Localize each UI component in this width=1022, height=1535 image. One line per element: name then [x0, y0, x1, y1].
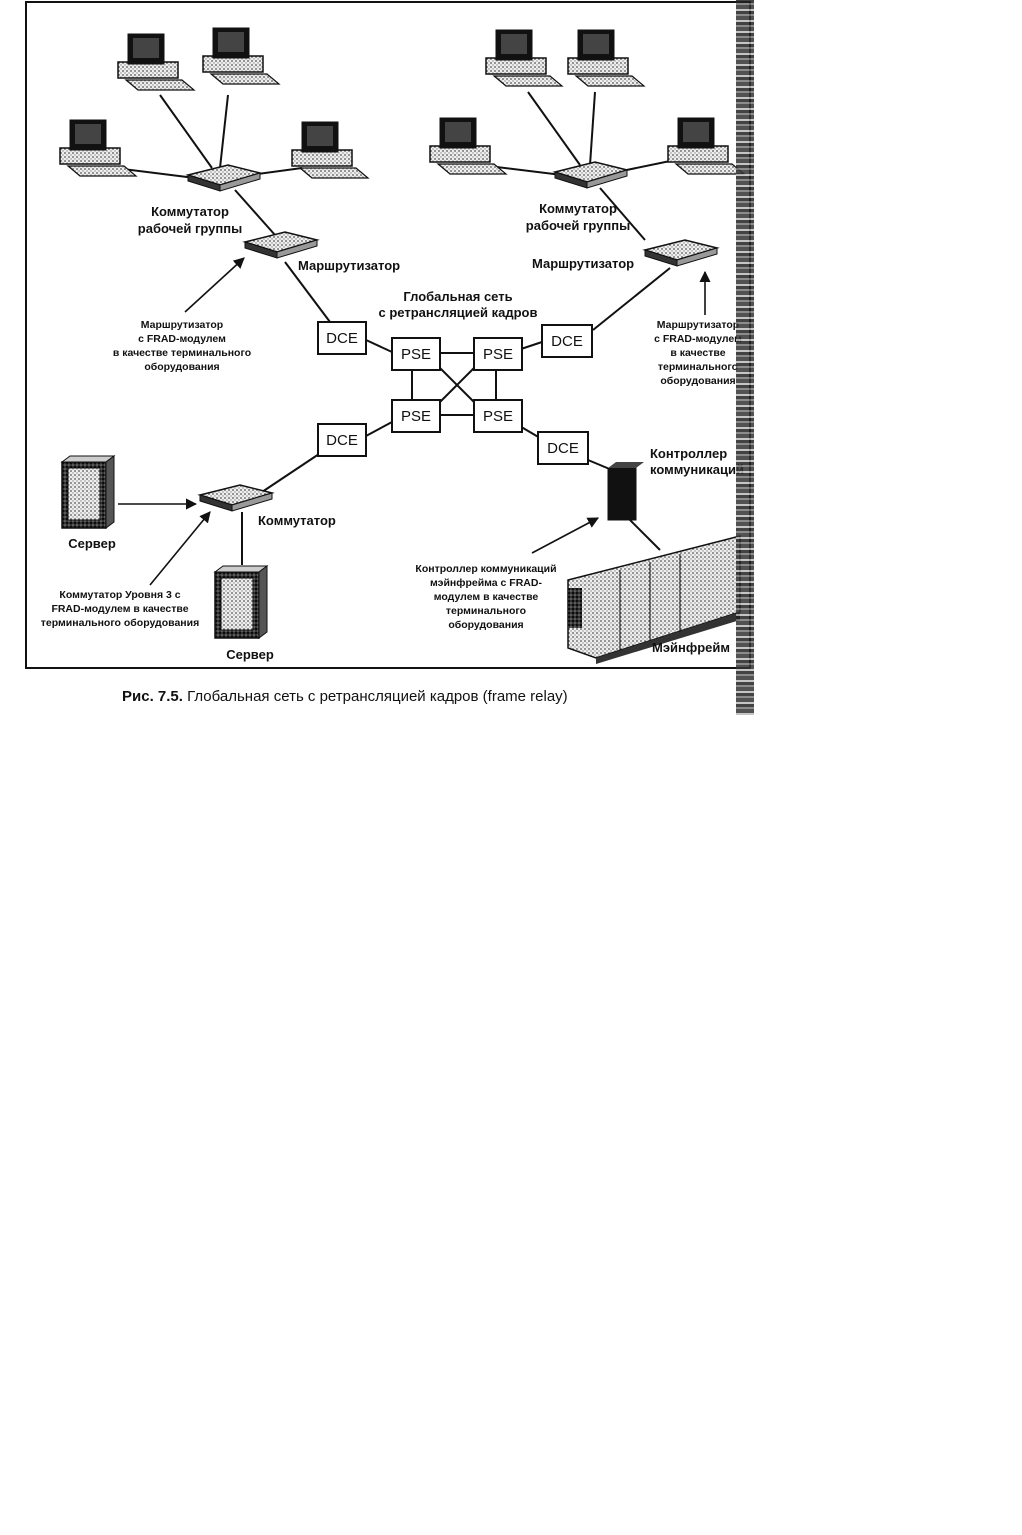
svg-text:модулем в качестве: модулем в качестве — [434, 591, 539, 603]
label-server-1: Сервер — [68, 536, 116, 551]
dce-box: DCE — [317, 321, 367, 355]
pse-box: PSE — [473, 337, 523, 371]
label-frad-router-right: Маршрутизатор с FRAD-модулем в качестве … — [654, 319, 742, 387]
figure-caption: Рис. 7.5. Глобальная сеть с ретрансляцие… — [122, 688, 682, 705]
workstation-icon — [429, 117, 507, 175]
label-switch-right: Коммутатор рабочей группы — [526, 201, 630, 233]
workgroup-switch-icon — [187, 164, 261, 192]
svg-text:DCE: DCE — [326, 330, 358, 347]
workgroup-switch-icon — [554, 161, 628, 189]
svg-text:PSE: PSE — [483, 408, 513, 425]
svg-text:коммуникаций: коммуникаций — [650, 462, 744, 477]
svg-text:Контроллер: Контроллер — [650, 446, 727, 461]
server-icon — [61, 455, 115, 529]
svg-text:DCE: DCE — [326, 432, 358, 449]
pse-box: PSE — [391, 399, 441, 433]
svg-text:DCE: DCE — [551, 333, 583, 350]
svg-text:Глобальная сеть: Глобальная сеть — [403, 289, 512, 304]
workstation-icon — [291, 121, 369, 179]
annotation-arrows — [118, 257, 711, 586]
svg-text:Контроллер коммуникаций: Контроллер коммуникаций — [415, 563, 556, 575]
workstation-icon — [202, 27, 280, 85]
dce-box: DCE — [541, 324, 593, 358]
label-mainframe: Мэйнфрейм — [652, 640, 730, 655]
svg-text:PSE: PSE — [483, 346, 513, 363]
svg-text:Коммутатор: Коммутатор — [539, 201, 617, 216]
pse-box: PSE — [473, 399, 523, 433]
workstation-icon — [667, 117, 745, 175]
svg-text:FRAD-модулем в качестве: FRAD-модулем в качестве — [51, 603, 188, 615]
svg-text:мэйнфрейма с FRAD-: мэйнфрейма с FRAD- — [430, 577, 542, 589]
svg-text:оборудования: оборудования — [660, 375, 735, 387]
svg-text:Коммутатор Уровня 3 с: Коммутатор Уровня 3 с — [59, 589, 180, 601]
label-mainframe-controller: Контроллер коммуникаций мэйнфрейма с FRA… — [415, 563, 556, 631]
label-router-left: Маршрутизатор — [298, 258, 400, 273]
svg-text:рабочей группы: рабочей группы — [526, 218, 630, 233]
label-server-2: Сервер — [226, 647, 274, 662]
svg-text:терминального: терминального — [446, 605, 526, 617]
svg-text:оборудования: оборудования — [144, 361, 219, 373]
label-l3-switch: Коммутатор Уровня 3 с FRAD-модулем в кач… — [41, 589, 199, 629]
label-switch-bottom: Коммутатор — [258, 513, 336, 528]
communications-controller-icon — [607, 462, 644, 521]
label-controller: Контроллер коммуникаций — [650, 446, 744, 477]
svg-text:в качестве терминального: в качестве терминального — [113, 347, 251, 359]
workstation-icon — [567, 29, 645, 87]
router-icon — [244, 231, 318, 259]
dce-box: DCE — [537, 431, 589, 465]
svg-text:Коммутатор: Коммутатор — [151, 204, 229, 219]
svg-text:PSE: PSE — [401, 346, 431, 363]
svg-text:с FRAD-модулем: с FRAD-модулем — [138, 333, 226, 345]
svg-text:DCE: DCE — [547, 440, 579, 457]
router-icon — [644, 239, 718, 267]
svg-text:оборудования: оборудования — [448, 619, 523, 631]
label-router-right: Маршрутизатор — [532, 256, 634, 271]
label-frad-router-left: Маршрутизатор с FRAD-модулем в качестве … — [113, 319, 251, 373]
svg-text:с FRAD-модулем: с FRAD-модулем — [654, 333, 742, 345]
scan-edge-artifact — [736, 0, 754, 715]
mainframe-icon — [567, 535, 741, 664]
svg-text:терминального: терминального — [658, 361, 738, 373]
svg-text:Маршрутизатор: Маршрутизатор — [141, 319, 223, 331]
caption-label: Рис. 7.5. — [122, 688, 183, 705]
caption-text: Глобальная сеть с ретрансляцией кадров (… — [187, 688, 568, 705]
workstation-icon — [485, 29, 563, 87]
svg-text:в качестве: в качестве — [670, 347, 725, 359]
server-icon — [214, 565, 268, 639]
svg-text:с ретрансляцией кадров: с ретрансляцией кадров — [379, 305, 538, 320]
workstation-icon — [117, 33, 195, 91]
workstation-icon — [59, 119, 137, 177]
svg-text:рабочей группы: рабочей группы — [138, 221, 242, 236]
svg-text:Маршрутизатор: Маршрутизатор — [657, 319, 739, 331]
dce-box: DCE — [317, 423, 367, 457]
label-global-net: Глобальная сеть с ретрансляцией кадров — [379, 289, 538, 320]
svg-text:терминального оборудования: терминального оборудования — [41, 617, 199, 629]
l3-switch-icon — [199, 484, 273, 512]
label-switch-left: Коммутатор рабочей группы — [138, 204, 242, 236]
svg-text:PSE: PSE — [401, 408, 431, 425]
pse-box: PSE — [391, 337, 441, 371]
frame-relay-diagram: DCE DCE DCE DCE PSE PSE PSE PSE Коммутат… — [25, 1, 751, 669]
